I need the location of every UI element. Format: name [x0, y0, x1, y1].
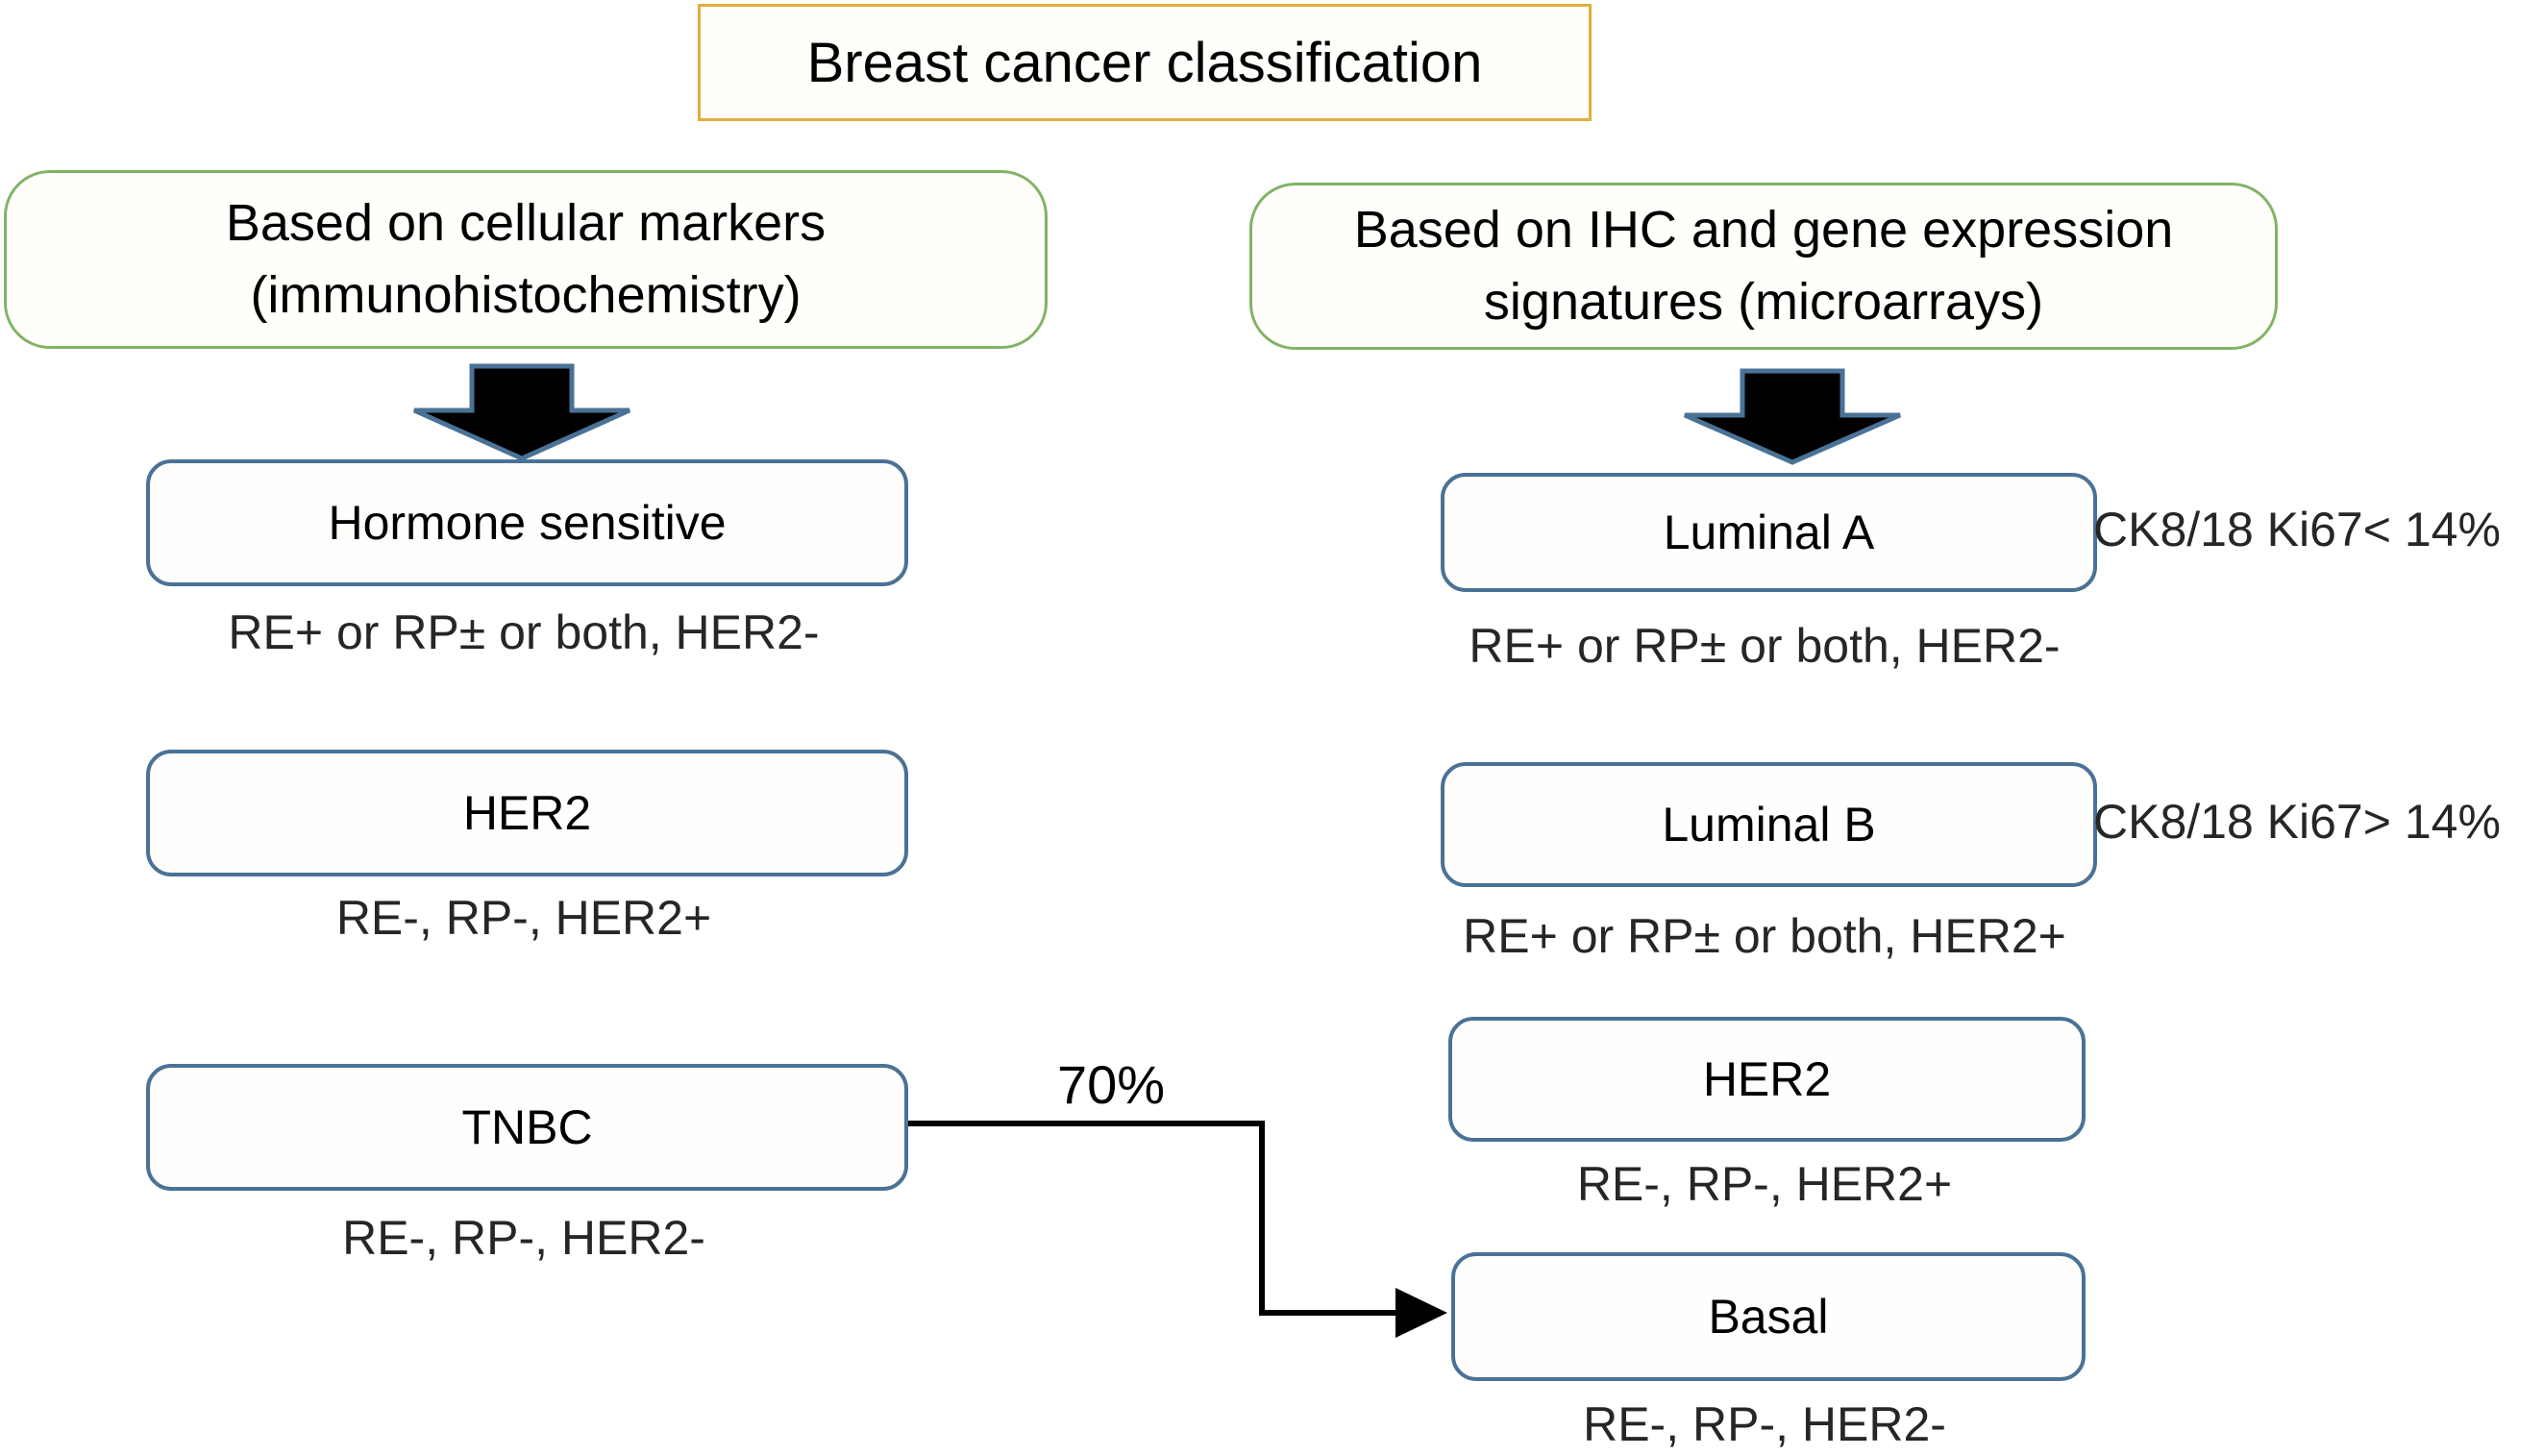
caption-her2-left: RE-, RP-, HER2+ — [335, 891, 712, 945]
node-basal-label: Basal — [1708, 1290, 1829, 1344]
header-ihc-gene-expression: Based on IHC and gene expression signatu… — [1249, 183, 2278, 350]
diagram-title: Breast cancer classification — [806, 31, 1483, 94]
node-basal: Basal — [1451, 1252, 2086, 1381]
caption-luminal-a: RE+ or RP± or both, HER2- — [1469, 619, 2061, 673]
header-cellular-markers-line1: Based on cellular markers — [225, 194, 827, 253]
node-luminal-a: Luminal A — [1441, 473, 2097, 592]
node-her2-left-label: HER2 — [462, 786, 592, 840]
node-hormone-sensitive: Hormone sensitive — [146, 459, 908, 586]
caption-basal: RE-, RP-, HER2- — [1583, 1397, 1946, 1451]
node-tnbc: TNBC — [146, 1064, 908, 1191]
connector-percentage-label: 70% — [1056, 1054, 1166, 1115]
node-luminal-a-label: Luminal A — [1663, 506, 1875, 559]
caption-luminal-b: RE+ or RP± or both, HER2+ — [1463, 909, 2066, 963]
down-arrow-icon-left — [412, 363, 631, 461]
node-hormone-sensitive-label: Hormone sensitive — [328, 496, 727, 550]
down-arrow-icon-right — [1683, 368, 1902, 465]
node-her2-left: HER2 — [146, 750, 908, 876]
caption-her2-right: RE-, RP-, HER2+ — [1576, 1157, 1953, 1211]
tnbc-basal-connector-line — [902, 1121, 1395, 1316]
header-ihc-gene-expression-line2: signatures (microarrays) — [1483, 273, 2044, 331]
node-luminal-b-label: Luminal B — [1662, 798, 1876, 851]
caption-hormone-sensitive: RE+ or RP± or both, HER2- — [228, 605, 820, 659]
diagram-title-box: Breast cancer classification — [698, 4, 1592, 121]
annotation-luminal-b-ki67: CK8/18 Ki67> 14% — [2093, 795, 2501, 849]
header-cellular-markers-line2: (immunohistochemistry) — [250, 266, 802, 324]
node-tnbc-label: TNBC — [461, 1100, 593, 1154]
caption-tnbc: RE-, RP-, HER2- — [342, 1211, 705, 1265]
node-her2-right-label: HER2 — [1702, 1052, 1832, 1106]
header-cellular-markers: Based on cellular markers (immunohistoch… — [4, 170, 1048, 349]
node-her2-right: HER2 — [1448, 1017, 2086, 1142]
connector-arrowhead-icon — [1395, 1288, 1447, 1338]
annotation-luminal-a-ki67: CK8/18 Ki67< 14% — [2093, 503, 2501, 556]
node-luminal-b: Luminal B — [1441, 762, 2097, 887]
header-ihc-gene-expression-line1: Based on IHC and gene expression — [1353, 201, 2174, 259]
